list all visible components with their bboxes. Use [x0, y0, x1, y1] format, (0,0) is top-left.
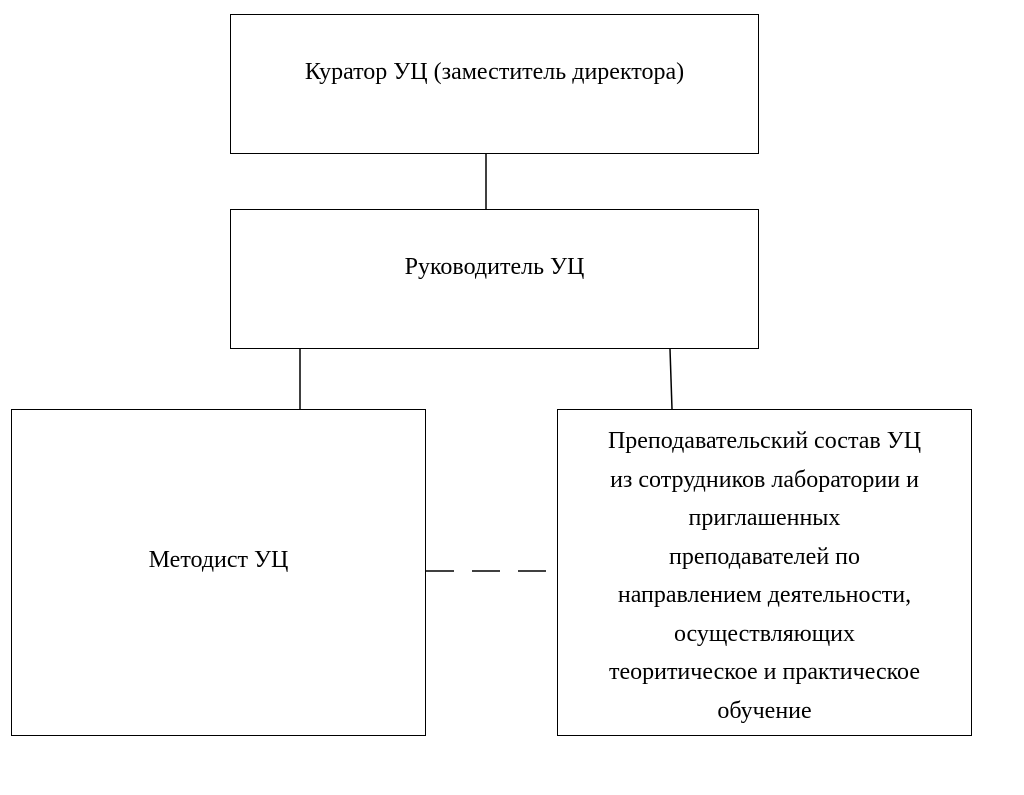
teachers-line: осуществляющих: [673, 620, 856, 647]
teachers-line: преподавателей по: [668, 543, 860, 570]
methodist-box: Методист УЦ: [11, 409, 426, 736]
connector-head-teachers: [669, 348, 673, 410]
teachers-label: Преподавательский состав УЦ из сотрудник…: [600, 422, 929, 730]
teachers-box: Преподавательский состав УЦ из сотрудник…: [557, 409, 972, 736]
methodist-label: Методист УЦ: [148, 547, 289, 574]
teachers-line: обучение: [717, 697, 812, 724]
teachers-line: Преподавательский состав УЦ: [607, 428, 922, 454]
teachers-line: теоритическое и практическое: [608, 659, 921, 685]
curator-label: Куратор УЦ (заместитель директора): [304, 58, 685, 85]
curator-box: Куратор УЦ (заместитель директора): [230, 14, 759, 154]
teachers-line: из сотрудников лаборатории и: [610, 466, 919, 493]
head-label: Руководитель УЦ: [404, 253, 585, 280]
head-box: Руководитель УЦ: [230, 209, 759, 349]
teachers-line: приглашенных: [688, 505, 841, 531]
teachers-line: направлением деятельности,: [617, 582, 912, 608]
